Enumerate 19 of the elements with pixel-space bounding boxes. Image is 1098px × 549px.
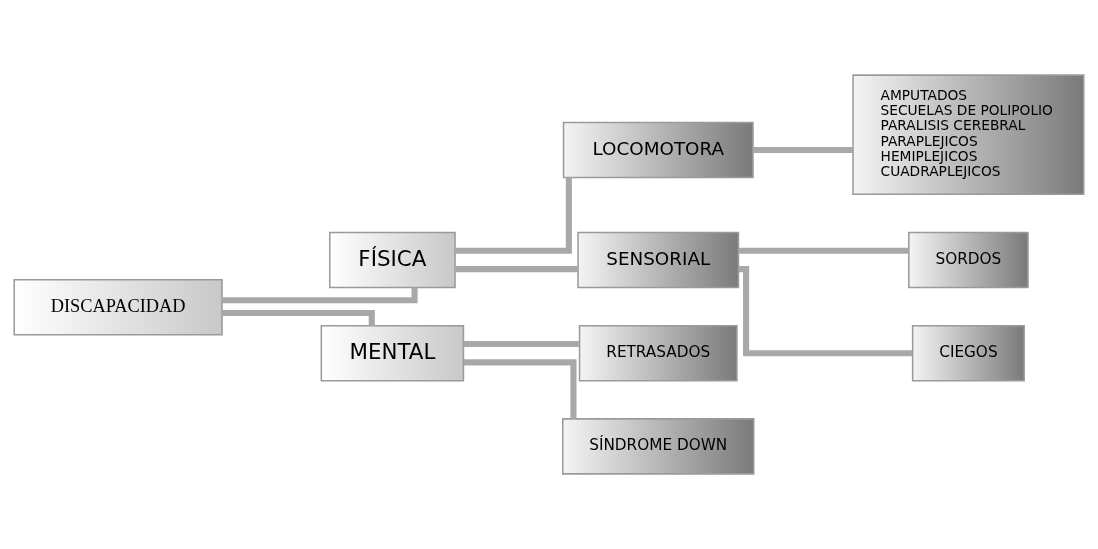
node-box: LOCOMOTORA bbox=[562, 121, 754, 179]
connector bbox=[455, 177, 572, 254]
node-box: SENSORIAL bbox=[577, 231, 740, 289]
node-box: CIEGOS bbox=[911, 324, 1025, 382]
node-box: FÍSICA bbox=[329, 231, 456, 289]
connector bbox=[753, 146, 853, 154]
node-box: SORDOS bbox=[908, 231, 1029, 289]
connector bbox=[222, 287, 418, 304]
node-box: AMPUTADOS SECUELAS DE POLIPOLIO PARALISIS CEREBRAL PARAPLEJICOS HEMIPLEJICOS CUADRAPLEJICOS bbox=[852, 74, 1085, 196]
node-box: SÍNDROME DOWN bbox=[562, 418, 755, 475]
connector bbox=[463, 359, 577, 419]
connector bbox=[222, 309, 375, 326]
node-box: RETRASADOS bbox=[578, 324, 738, 382]
connector bbox=[455, 266, 578, 273]
node-box: DISCAPACIDAD bbox=[13, 279, 223, 336]
connector bbox=[463, 340, 580, 348]
connector bbox=[738, 266, 913, 357]
node-box: MENTAL bbox=[320, 324, 465, 382]
connector bbox=[738, 247, 909, 254]
